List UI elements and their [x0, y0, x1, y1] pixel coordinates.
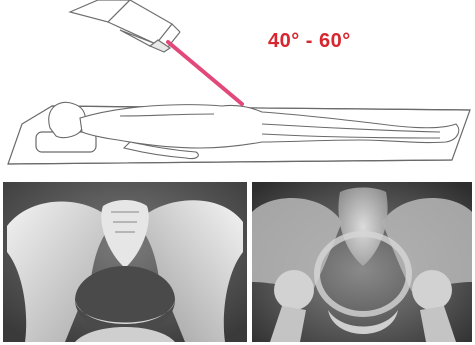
- xray-beam: [168, 42, 242, 104]
- pelvis-xray: [252, 182, 472, 342]
- pelvis-xray-image: [252, 182, 472, 342]
- positioning-illustration: 40° - 60°: [0, 0, 475, 180]
- angle-label: 40° - 60°: [268, 30, 351, 53]
- positioning-drawing: [0, 0, 475, 180]
- patient-figure: [49, 102, 459, 158]
- xray-tube-icon: [70, 0, 180, 52]
- pelvis-bone-photo: [3, 182, 247, 342]
- pelvis-bone-illustration: [3, 182, 247, 342]
